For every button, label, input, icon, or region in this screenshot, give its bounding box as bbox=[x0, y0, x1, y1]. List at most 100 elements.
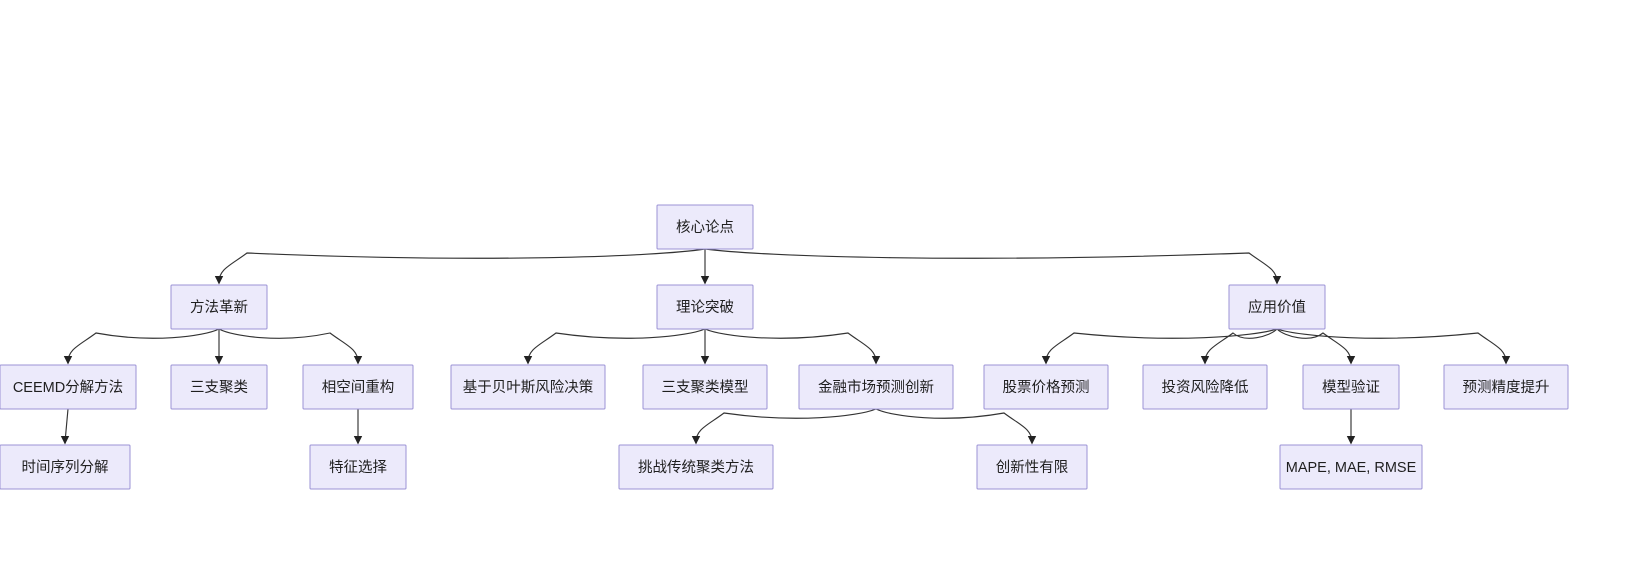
node-l3c[interactable]: 挑战传统聚类方法 bbox=[618, 444, 774, 490]
edge-path bbox=[527, 328, 706, 363]
node-label: 金融市场预测创新 bbox=[818, 379, 934, 396]
node-box[interactable] bbox=[656, 204, 754, 250]
node-l2b1[interactable]: 基于贝叶斯风险决策 bbox=[450, 364, 606, 410]
node-l2a1[interactable]: CEEMD分解方法 bbox=[0, 364, 137, 410]
node-label: 核心论点 bbox=[676, 219, 734, 236]
edge-path bbox=[218, 328, 359, 363]
node-l2b3[interactable]: 金融市场预测创新 bbox=[798, 364, 954, 410]
edge-arrowhead bbox=[1501, 356, 1511, 365]
node-box[interactable] bbox=[976, 444, 1088, 490]
edge-l1c-to-l2c4 bbox=[1276, 328, 1511, 365]
edge-l1a-to-l2a2 bbox=[214, 329, 224, 365]
edge-path bbox=[695, 408, 877, 443]
node-label: 时间序列分解 bbox=[22, 459, 109, 476]
node-box[interactable] bbox=[798, 364, 954, 410]
node-label: 三支聚类 bbox=[190, 379, 248, 396]
edge-path bbox=[1276, 328, 1507, 363]
edge-l2c3-to-l3e bbox=[1346, 409, 1356, 445]
node-label: 创新性有限 bbox=[996, 459, 1069, 476]
node-l2b2[interactable]: 三支聚类模型 bbox=[642, 364, 768, 410]
edge-arrowhead bbox=[700, 356, 710, 365]
edge-arrowhead bbox=[1272, 276, 1282, 285]
node-label: 模型验证 bbox=[1322, 379, 1380, 396]
node-box[interactable] bbox=[618, 444, 774, 490]
edge-l1a-to-l2a3 bbox=[218, 328, 363, 365]
node-l3e[interactable]: MAPE, MAE, RMSE bbox=[1279, 444, 1423, 490]
node-l1a[interactable]: 方法革新 bbox=[170, 284, 268, 330]
node-box[interactable] bbox=[302, 364, 414, 410]
edge-arrowhead bbox=[1027, 436, 1037, 445]
edge-path bbox=[67, 328, 220, 363]
edge-l1b-to-l2b3 bbox=[704, 328, 881, 365]
node-label: 基于贝叶斯风险决策 bbox=[463, 379, 594, 396]
node-box[interactable] bbox=[1279, 444, 1423, 490]
edge-path bbox=[704, 248, 1278, 283]
node-label: 理论突破 bbox=[676, 299, 734, 316]
node-label: 相空间重构 bbox=[322, 379, 395, 396]
node-box[interactable] bbox=[450, 364, 606, 410]
edge-arrowhead bbox=[63, 356, 73, 365]
node-l2c2[interactable]: 投资风险降低 bbox=[1142, 364, 1268, 410]
edge-arrowhead bbox=[1041, 356, 1051, 365]
edge-path bbox=[1045, 328, 1278, 363]
edge-l1b-to-l2b2 bbox=[700, 329, 710, 365]
node-l2c1[interactable]: 股票价格预测 bbox=[983, 364, 1109, 410]
node-box[interactable] bbox=[0, 444, 131, 490]
edge-path bbox=[875, 408, 1033, 443]
node-label: CEEMD分解方法 bbox=[13, 379, 123, 396]
node-box[interactable] bbox=[170, 364, 268, 410]
edge-l1c-to-l2c1 bbox=[1041, 328, 1278, 365]
edges-layer bbox=[60, 248, 1511, 445]
node-l3a[interactable]: 时间序列分解 bbox=[0, 444, 131, 490]
edge-root-to-l1b bbox=[700, 249, 710, 285]
node-box[interactable] bbox=[1228, 284, 1326, 330]
edge-l2b3-to-l3d bbox=[875, 408, 1037, 445]
node-l1c[interactable]: 应用价值 bbox=[1228, 284, 1326, 330]
edge-path bbox=[1276, 328, 1352, 363]
node-label: 挑战传统聚类方法 bbox=[638, 459, 754, 476]
node-box[interactable] bbox=[170, 284, 268, 330]
node-label: 方法革新 bbox=[190, 299, 248, 316]
node-label: 股票价格预测 bbox=[1003, 379, 1090, 396]
node-box[interactable] bbox=[983, 364, 1109, 410]
edge-arrowhead bbox=[60, 436, 70, 445]
node-box[interactable] bbox=[1302, 364, 1400, 410]
edge-l2a3-to-l3b bbox=[353, 409, 363, 445]
edge-l2a1-to-l3a bbox=[60, 408, 70, 445]
node-label: MAPE, MAE, RMSE bbox=[1286, 460, 1417, 476]
edge-l1c-to-l2c2 bbox=[1200, 328, 1278, 365]
edge-l1a-to-l2a1 bbox=[63, 328, 220, 365]
node-l2c3[interactable]: 模型验证 bbox=[1302, 364, 1400, 410]
node-root[interactable]: 核心论点 bbox=[656, 204, 754, 250]
node-l3b[interactable]: 特征选择 bbox=[309, 444, 407, 490]
edge-arrowhead bbox=[1346, 356, 1356, 365]
edge-arrowhead bbox=[1346, 436, 1356, 445]
edge-arrowhead bbox=[700, 276, 710, 285]
edge-arrowhead bbox=[1200, 356, 1210, 365]
node-l2a3[interactable]: 相空间重构 bbox=[302, 364, 414, 410]
node-l2a2[interactable]: 三支聚类 bbox=[170, 364, 268, 410]
node-l1b[interactable]: 理论突破 bbox=[656, 284, 754, 330]
node-box[interactable] bbox=[642, 364, 768, 410]
node-l2c4[interactable]: 预测精度提升 bbox=[1443, 364, 1569, 410]
edge-arrowhead bbox=[353, 356, 363, 365]
edge-path bbox=[1204, 328, 1278, 363]
edge-arrowhead bbox=[214, 276, 224, 285]
edge-path bbox=[218, 248, 706, 283]
edge-arrowhead bbox=[523, 356, 533, 365]
node-l3d[interactable]: 创新性有限 bbox=[976, 444, 1088, 490]
edge-root-to-l1c bbox=[704, 248, 1282, 285]
edge-arrowhead bbox=[353, 436, 363, 445]
node-box[interactable] bbox=[0, 364, 137, 410]
edge-arrowhead bbox=[871, 356, 881, 365]
edge-path bbox=[704, 328, 877, 363]
node-box[interactable] bbox=[309, 444, 407, 490]
edge-arrowhead bbox=[691, 436, 701, 445]
node-label: 应用价值 bbox=[1248, 298, 1306, 316]
node-box[interactable] bbox=[1142, 364, 1268, 410]
node-box[interactable] bbox=[1443, 364, 1569, 410]
node-box[interactable] bbox=[656, 284, 754, 330]
